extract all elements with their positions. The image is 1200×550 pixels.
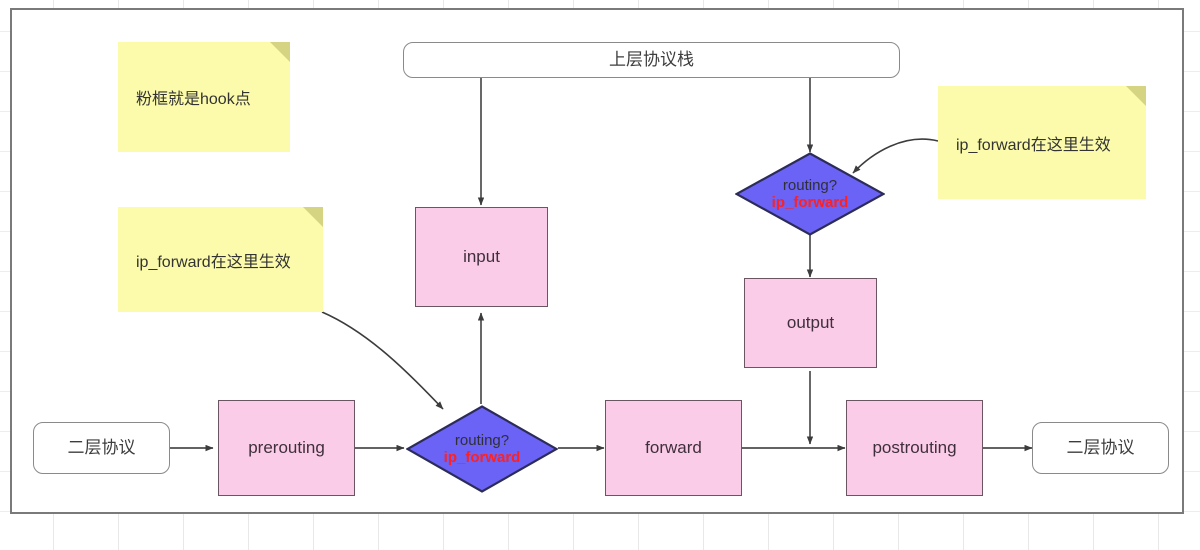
- routing-top-ipforward: ip_forward: [771, 194, 849, 211]
- node-upper-protocol-stack[interactable]: 上层协议栈: [403, 42, 900, 78]
- node-upper-protocol-stack-label: 上层协议栈: [609, 50, 694, 70]
- node-l2-protocol-in-label: 二层协议: [67, 438, 136, 458]
- note-hook-point[interactable]: 粉框就是hook点: [118, 42, 290, 152]
- node-l2-protocol-in[interactable]: 二层协议: [33, 422, 170, 474]
- node-forward[interactable]: forward: [605, 400, 742, 496]
- node-input[interactable]: input: [415, 207, 548, 307]
- diamond-shape-icon: [735, 152, 885, 236]
- note-ipforward-left-label: ip_forward在这里生效: [136, 253, 291, 271]
- node-routing-decision-bottom[interactable]: routing? ip_forward: [406, 405, 558, 493]
- note-fold-icon: [270, 42, 290, 62]
- diamond-shape-icon: [406, 405, 558, 493]
- node-input-label: input: [463, 247, 500, 267]
- routing-bottom-ipforward: ip_forward: [443, 449, 521, 466]
- node-forward-label: forward: [645, 438, 702, 458]
- note-fold-icon: [303, 207, 323, 227]
- routing-top-question: routing?: [782, 176, 838, 194]
- note-ipforward-right-label: ip_forward在这里生效: [956, 136, 1111, 154]
- node-routing-decision-top[interactable]: routing? ip_forward: [735, 152, 885, 236]
- node-output[interactable]: output: [744, 278, 877, 368]
- note-ipforward-right[interactable]: ip_forward在这里生效: [938, 86, 1146, 199]
- node-l2-protocol-out[interactable]: 二层协议: [1032, 422, 1169, 474]
- node-postrouting-label: postrouting: [872, 438, 957, 458]
- note-ipforward-left[interactable]: ip_forward在这里生效: [118, 207, 323, 312]
- routing-bottom-question: routing?: [454, 431, 510, 449]
- node-routing-decision-bottom-labels: routing? ip_forward: [444, 432, 521, 467]
- node-output-label: output: [786, 313, 835, 333]
- node-routing-decision-top-labels: routing? ip_forward: [772, 177, 849, 212]
- node-prerouting[interactable]: prerouting: [218, 400, 355, 496]
- note-fold-icon: [1126, 86, 1146, 106]
- node-prerouting-label: prerouting: [248, 438, 325, 458]
- note-hook-point-label: 粉框就是hook点: [136, 91, 251, 108]
- node-postrouting[interactable]: postrouting: [846, 400, 983, 496]
- node-l2-protocol-out-label: 二层协议: [1066, 438, 1135, 458]
